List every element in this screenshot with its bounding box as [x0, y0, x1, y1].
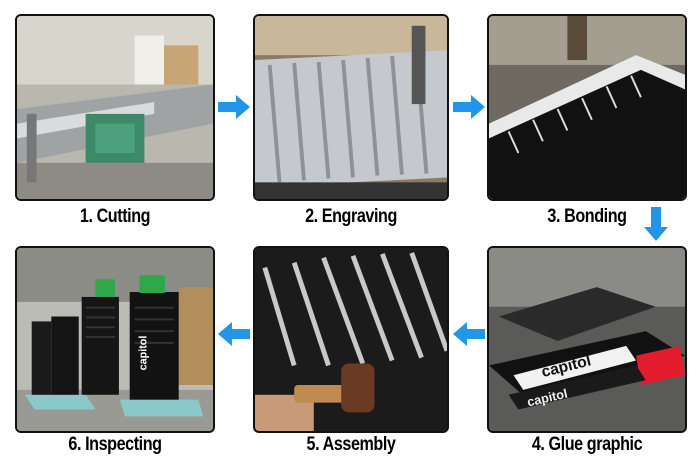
arrow-right-icon: [453, 95, 485, 119]
step-5-photo-assembly: [253, 246, 449, 433]
arrow-left-icon: [218, 322, 250, 346]
step-5-label: 5. Assembly: [306, 434, 396, 455]
step-3-photo-bonding: [487, 14, 687, 201]
arrow-down-icon: [644, 207, 668, 241]
step-4-label: 4. Glue graphic: [531, 434, 643, 455]
step-1-photo-cutting: [15, 14, 215, 201]
step-3-label: 3. Bonding: [547, 206, 627, 227]
step-2-label: 2. Engraving: [305, 206, 397, 227]
arrow-left-icon: [453, 322, 485, 346]
step-4-photo-glue-graphic: capitol capitol: [487, 246, 687, 433]
brand-logo-capitol: capitol: [137, 336, 149, 371]
step-6-photo-inspecting: capitol: [15, 246, 215, 433]
arrow-right-icon: [218, 95, 250, 119]
step-1-label: 1. Cutting: [79, 206, 151, 227]
step-2-photo-engraving: [253, 14, 449, 201]
step-6-label: 6. Inspecting: [68, 434, 162, 455]
